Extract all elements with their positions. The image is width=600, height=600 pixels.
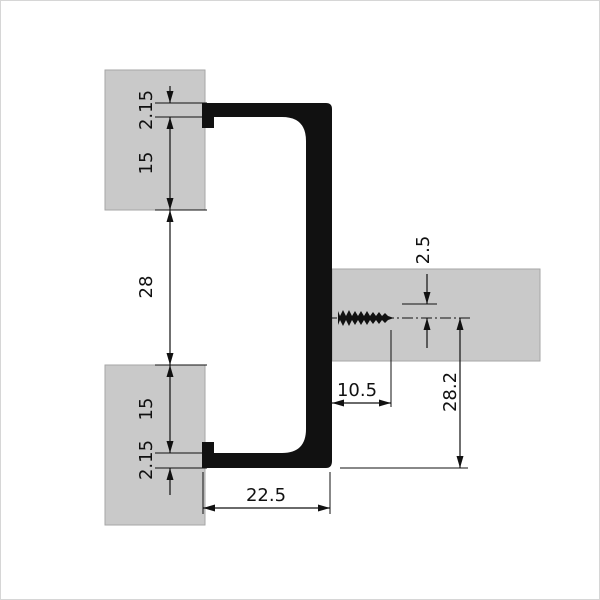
dim-label-screw-offset: 2.5: [413, 236, 434, 265]
dim-label-bottom-recess: 15: [136, 398, 157, 421]
dim-flange-length: 22.5: [202, 472, 331, 514]
dim-label-panel-gap: 28: [136, 276, 157, 299]
dim-label-top-flange: 2.15: [136, 90, 157, 130]
dim-label-flange-length: 22.5: [246, 485, 286, 506]
mounting-screw-icon: [338, 310, 394, 326]
dim-label-screw-depth: 10.5: [337, 380, 377, 401]
dim-chain-left: 2.15 15 28 15 2.15: [136, 86, 207, 495]
dim-screw-depth: 10.5: [332, 330, 392, 407]
dim-height-below-axis: 28.2: [340, 318, 468, 469]
dim-label-bottom-flange: 2.15: [136, 440, 157, 480]
panel-top-left: [104, 69, 206, 211]
dim-label-top-recess: 15: [136, 152, 157, 175]
dim-label-height-below-axis: 28.2: [440, 372, 461, 412]
panel-right: [331, 268, 541, 362]
c-channel-profile: [202, 103, 332, 468]
panel-bottom-left: [104, 364, 206, 526]
dim-screw-offset: 2.5: [402, 236, 437, 348]
